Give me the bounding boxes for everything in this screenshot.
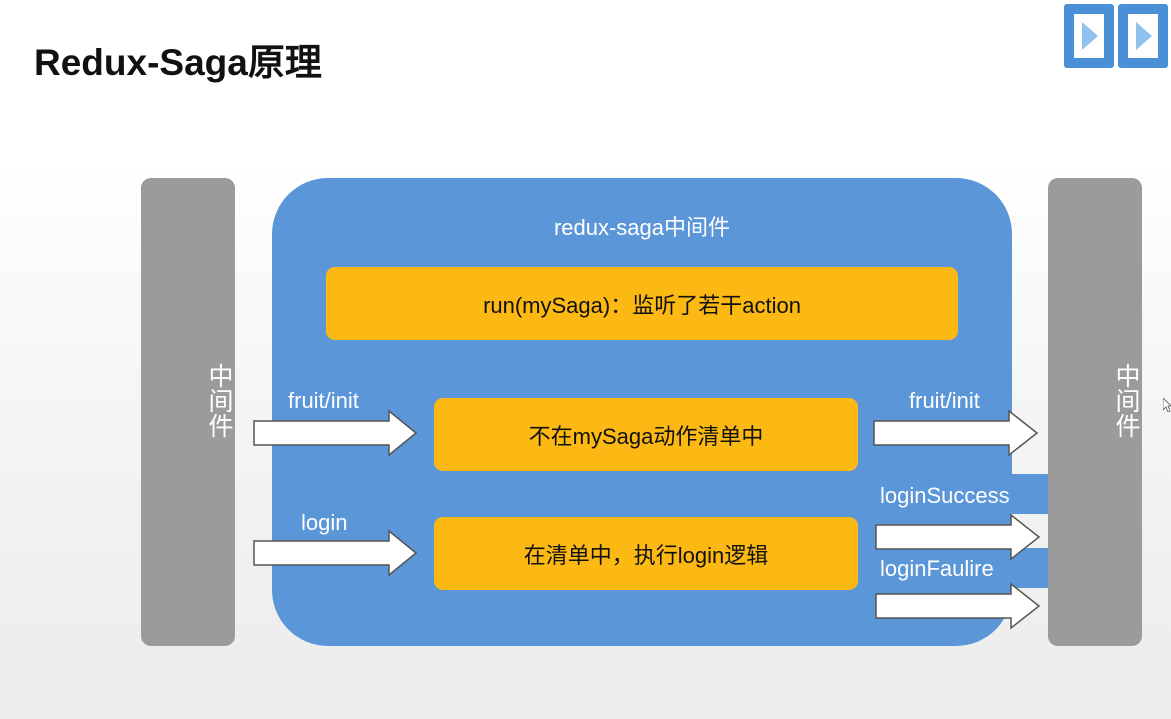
success-connector-strip: [1000, 474, 1050, 514]
right-middleware-pillar: 中间件: [1048, 178, 1142, 646]
output-fruit-init-arrow: [873, 409, 1039, 457]
right-middleware-label: 中间件: [1112, 363, 1140, 438]
output-login-failure-arrow: [875, 582, 1041, 630]
output-fruit-init-label: fruit/init: [909, 388, 980, 413]
output-login-failure-label: loginFaulire: [880, 556, 994, 581]
page-title: Redux-Saga原理: [34, 42, 322, 83]
in-list-box: 在清单中，执行login逻辑: [434, 517, 858, 590]
left-middleware-pillar: 中间件: [141, 178, 235, 646]
run-saga-box: run(mySaga)：监听了若干action: [326, 267, 958, 340]
input-fruit-init-arrow: [253, 409, 418, 457]
output-login-success-arrow: [875, 513, 1041, 561]
left-middleware-label: 中间件: [205, 363, 233, 438]
failure-connector-strip: [1000, 548, 1050, 588]
output-login-success-label: loginSuccess: [880, 483, 1010, 508]
input-login-label: login: [301, 510, 348, 535]
mouse-cursor-icon: [1163, 398, 1171, 412]
redux-saga-middleware-label: redux-saga中间件: [553, 215, 731, 240]
not-in-list-box: 不在mySaga动作清单中: [434, 398, 858, 471]
brand-logo-icon: [1064, 4, 1168, 68]
input-login-arrow: [253, 529, 418, 577]
input-fruit-init-label: fruit/init: [288, 388, 359, 413]
